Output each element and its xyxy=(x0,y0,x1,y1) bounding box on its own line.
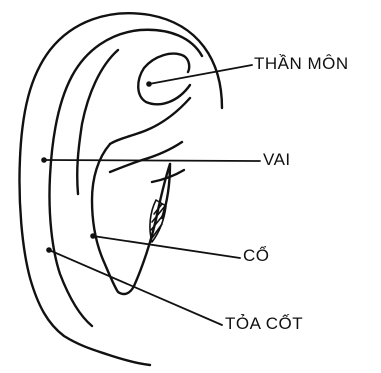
leader-vai xyxy=(44,160,260,161)
leader-than-mon xyxy=(149,65,252,84)
ear-inner-rim xyxy=(49,30,202,326)
label-toa-cot: TỎA CỐT xyxy=(225,314,303,334)
ear-lobe-tip xyxy=(106,354,150,365)
leader-co xyxy=(93,236,240,258)
label-than-mon: THẦN MÔN xyxy=(254,54,349,74)
ear-crus-lower xyxy=(110,142,182,172)
ear-fossa-loop xyxy=(138,54,190,105)
label-co: CỔ xyxy=(243,246,270,266)
leader-toa-cot xyxy=(49,250,222,325)
ear-concha-contour xyxy=(92,144,170,294)
label-vai: VAI xyxy=(263,150,291,170)
ear-crus-upper xyxy=(110,98,190,144)
